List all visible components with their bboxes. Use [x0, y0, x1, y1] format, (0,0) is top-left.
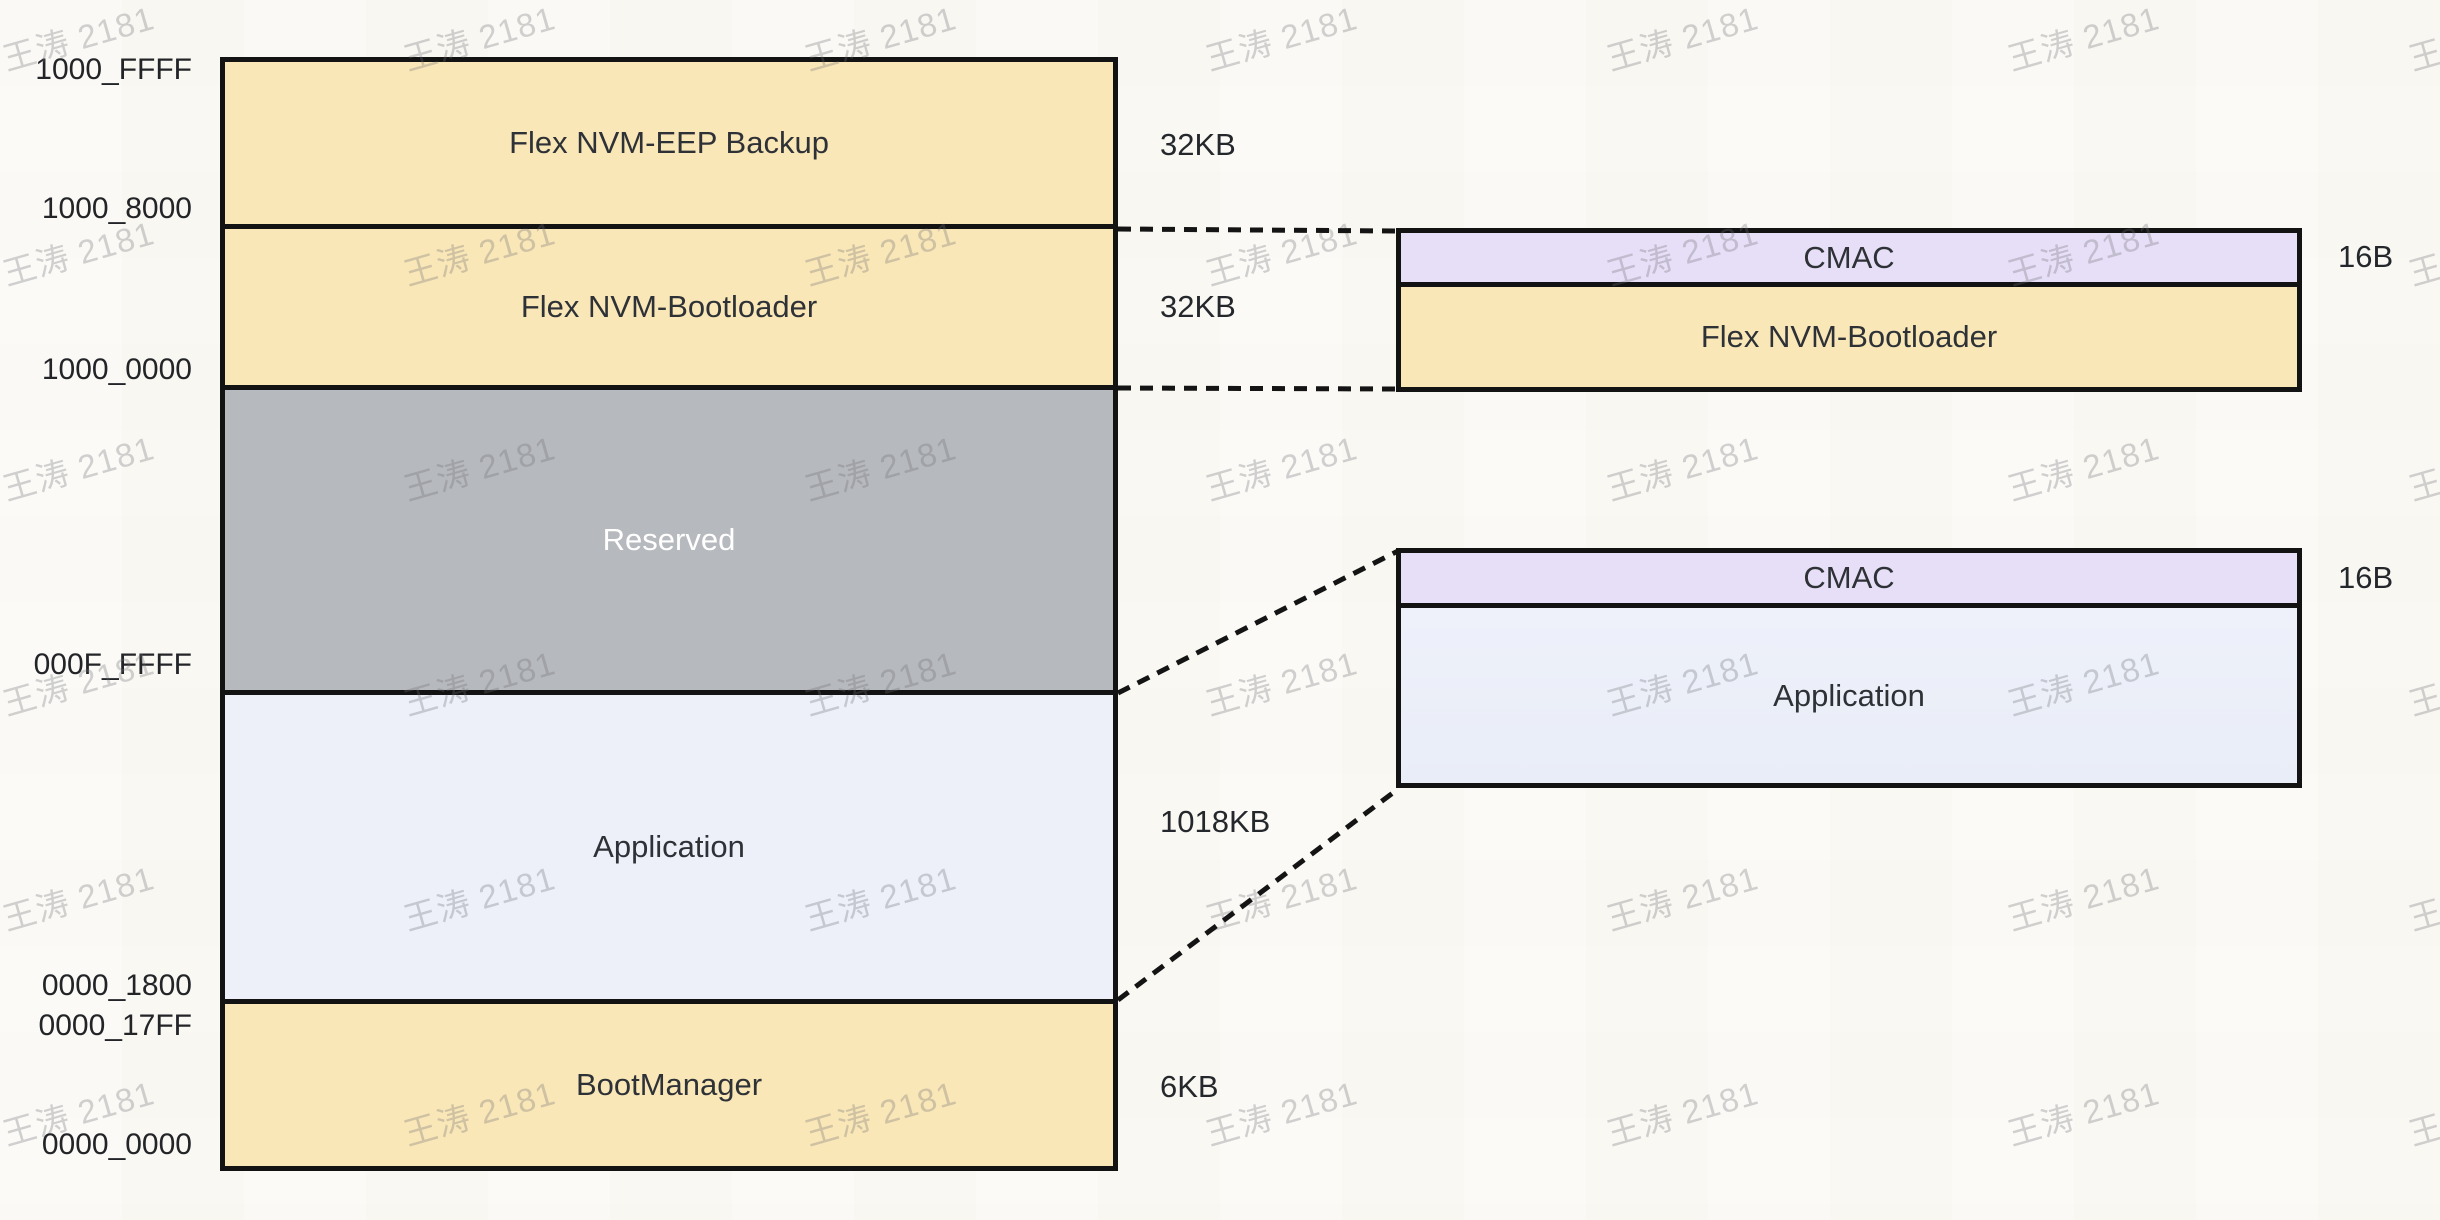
watermark: 王涛 2181 — [2404, 644, 2440, 723]
watermark: 王涛 2181 — [2404, 429, 2440, 508]
watermark: 王涛 2181 — [0, 429, 159, 508]
region-label: Flex NVM-Bootloader — [520, 289, 818, 324]
watermark: 王涛 2181 — [2003, 0, 2164, 78]
address-label-0000-0000: 0000_0000 — [41, 1128, 192, 1161]
address-label-0000-1800: 0000_1800 — [41, 969, 192, 1002]
address-label-1000-ffff: 1000_FFFF — [35, 53, 192, 86]
region-label: Application — [593, 829, 745, 864]
size-label-eep-backup: 32KB — [1160, 127, 1236, 162]
watermark: 王涛 2181 — [2003, 859, 2164, 938]
size-label-bootmanager: 6KB — [1160, 1069, 1219, 1104]
detail-row-flex-nvm-bootloader: Flex NVM-Bootloader — [1401, 287, 2297, 387]
watermark: 王涛 2181 — [1201, 644, 1362, 723]
detail-box-bootloader: CMAC Flex NVM-Bootloader — [1396, 228, 2302, 392]
region-label: Reserved — [602, 522, 736, 557]
size-label-application: 1018KB — [1160, 804, 1271, 839]
watermark: 王涛 2181 — [1201, 1074, 1362, 1153]
watermark: 王涛 2181 — [2404, 0, 2440, 78]
address-label-1000-8000: 1000_8000 — [41, 192, 192, 225]
size-label-bootloader: 32KB — [1160, 289, 1236, 324]
watermark: 王涛 2181 — [1602, 859, 1763, 938]
address-label-1000-0000: 1000_0000 — [41, 353, 192, 386]
memory-stack: Flex NVM-EEP Backup Flex NVM-Bootloader … — [220, 57, 1118, 1171]
detail-row-application: Application — [1401, 608, 2297, 783]
cmac-label: CMAC — [1803, 560, 1895, 595]
watermark: 王涛 2181 — [1602, 1074, 1763, 1153]
watermark: 王涛 2181 — [1602, 0, 1763, 78]
region-flex-nvm-eep-backup: Flex NVM-EEP Backup — [225, 62, 1113, 229]
watermark: 王涛 2181 — [1602, 429, 1763, 508]
watermark: 王涛 2181 — [2404, 1074, 2440, 1153]
region-reserved: Reserved — [225, 390, 1113, 695]
watermark: 王涛 2181 — [1201, 214, 1362, 293]
region-label: BootManager — [575, 1067, 763, 1102]
watermark: 王涛 2181 — [2003, 429, 2164, 508]
region-application: Application — [225, 695, 1113, 1004]
connector-bootloader-bottom — [1117, 385, 1397, 392]
watermark: 王涛 2181 — [1201, 0, 1362, 78]
watermark: 王涛 2181 — [1201, 859, 1362, 938]
connector-application-top — [1116, 548, 1400, 696]
size-label-cmac-application: 16B — [2338, 560, 2394, 595]
address-label-0000-17ff: 0000_17FF — [38, 1009, 192, 1042]
region-flex-nvm-bootloader: Flex NVM-Bootloader — [225, 229, 1113, 390]
region-bootmanager: BootManager — [225, 1004, 1113, 1166]
cmac-label: CMAC — [1803, 239, 1895, 275]
connector-bootloader-top — [1117, 226, 1397, 234]
detail-row-cmac: CMAC — [1401, 233, 2297, 287]
address-label-000f-ffff: 000F_FFFF — [33, 648, 192, 681]
watermark: 王涛 2181 — [2003, 1074, 2164, 1153]
region-label: Flex NVM-EEP Backup — [509, 125, 829, 160]
detail-row-label: Application — [1773, 677, 1925, 713]
detail-row-cmac: CMAC — [1401, 553, 2297, 608]
watermark: 王涛 2181 — [1201, 429, 1362, 508]
watermark: 王涛 2181 — [0, 859, 159, 938]
watermark: 王涛 2181 — [2404, 214, 2440, 293]
watermark: 王涛 2181 — [2404, 859, 2440, 938]
detail-box-application: CMAC Application — [1396, 548, 2302, 788]
detail-row-label: Flex NVM-Bootloader — [1700, 319, 1998, 354]
size-label-cmac-bootloader: 16B — [2338, 239, 2394, 274]
